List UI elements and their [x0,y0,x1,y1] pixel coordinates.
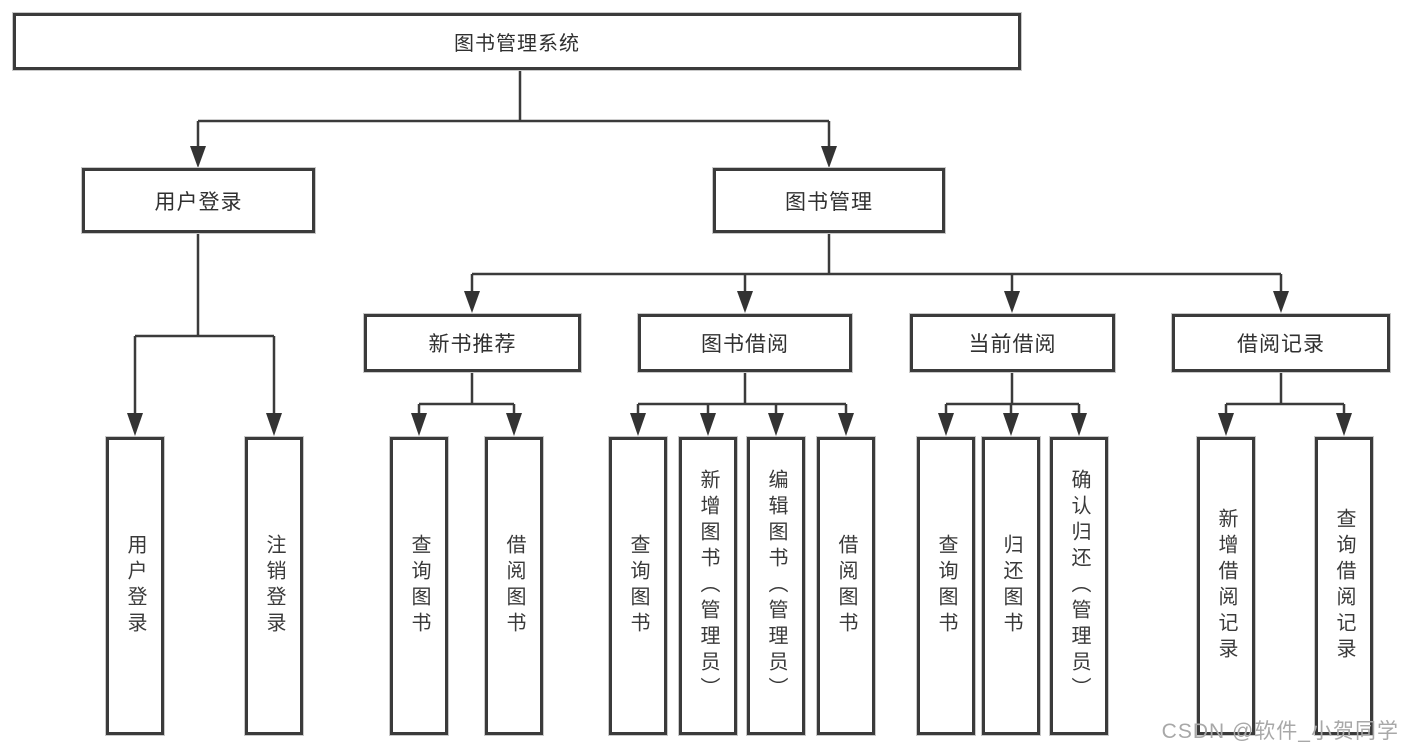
arrowhead-bb-query [630,413,646,436]
leaf-current-return-books: 归还图书 [982,437,1040,735]
node-book-borrow: 图书借阅 [638,314,852,372]
leaf-records-query-borrow-record: 查询借阅记录 [1315,437,1373,735]
arrowhead-nb-query [411,413,427,436]
arrowhead-user-login [190,146,206,168]
arrowhead-current-borrow [1004,291,1020,313]
node-root-library-management-system: 图书管理系统 [13,13,1021,70]
leaf-borrow-borrow-books: 借阅图书 [817,437,875,735]
arrowhead-br-query [1336,413,1352,436]
node-user-login: 用户登录 [82,168,315,233]
leaf-user-login: 用户登录 [106,437,164,735]
arrowhead-cb-query [938,413,954,436]
arrowhead-bb-edit [768,413,784,436]
arrowhead-cb-return [1003,413,1019,436]
leaf-logout: 注销登录 [245,437,303,735]
leaf-borrow-add-books-admin: 新增图书（管理员） [679,437,737,735]
leaf-records-add-borrow-record: 新增借阅记录 [1197,437,1255,735]
arrowhead-new-book [464,291,480,313]
arrowhead-br-add [1218,413,1234,436]
leaf-borrow-edit-books-admin: 编辑图书（管理员） [747,437,805,735]
arrowhead-book-borrow [737,291,753,313]
node-book-management: 图书管理 [713,168,945,233]
arrowhead-leaf-logout [266,413,282,436]
node-current-borrow: 当前借阅 [910,314,1115,372]
node-new-book-recommend: 新书推荐 [364,314,581,372]
arrowhead-borrow-records [1273,291,1289,313]
arrowhead-bb-borrow [838,413,854,436]
node-borrow-records: 借阅记录 [1172,314,1390,372]
csdn-watermark: CSDN @软件_小贺同学 [1161,720,1399,743]
leaf-recommend-borrow-books: 借阅图书 [485,437,543,735]
leaf-recommend-query-books: 查询图书 [390,437,448,735]
arrowhead-bb-add [700,413,716,436]
leaf-current-query-books: 查询图书 [917,437,975,735]
leaf-current-confirm-return-admin: 确认归还（管理员） [1050,437,1108,735]
arrowhead-cb-confirm [1071,413,1087,436]
arrowhead-leaf-login [127,413,143,436]
leaf-borrow-query-books: 查询图书 [609,437,667,735]
arrowhead-book-management [821,146,837,168]
arrowhead-nb-borrow [506,413,522,436]
